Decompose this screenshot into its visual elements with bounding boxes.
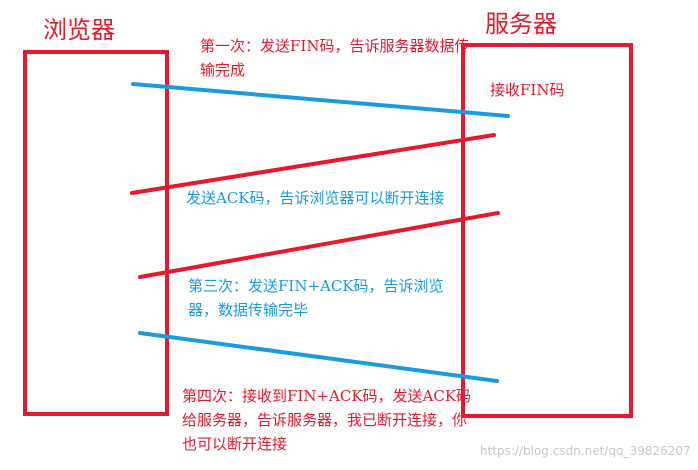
step-third-label: 第三次：发送FIN+ACK码，告诉浏览器，数据传输完毕 bbox=[188, 277, 444, 319]
browser-title: 浏览器 bbox=[43, 16, 115, 44]
watermark: https://blog.csdn.net/qq_39826207 bbox=[480, 444, 691, 458]
fourth-ack-line bbox=[138, 331, 499, 383]
first-fin-line bbox=[131, 82, 510, 118]
second-ack-line bbox=[130, 133, 496, 195]
server-title: 服务器 bbox=[485, 10, 557, 38]
step-first-label: 第一次：发送FIN码，告诉服务器数据传输完成 bbox=[200, 37, 470, 79]
step-fourth-label: 第四次：接收到FIN+ACK码，发送ACK码给服务器，告诉服务器，我已断开连接，… bbox=[182, 387, 472, 453]
step-second-label: 发送ACK码，告诉浏览器可以断开连接 bbox=[186, 189, 445, 207]
server-receive-label: 接收FIN码 bbox=[490, 81, 565, 99]
server-box bbox=[461, 43, 633, 418]
browser-box bbox=[23, 50, 169, 416]
third-fin-ack-line bbox=[138, 211, 500, 279]
